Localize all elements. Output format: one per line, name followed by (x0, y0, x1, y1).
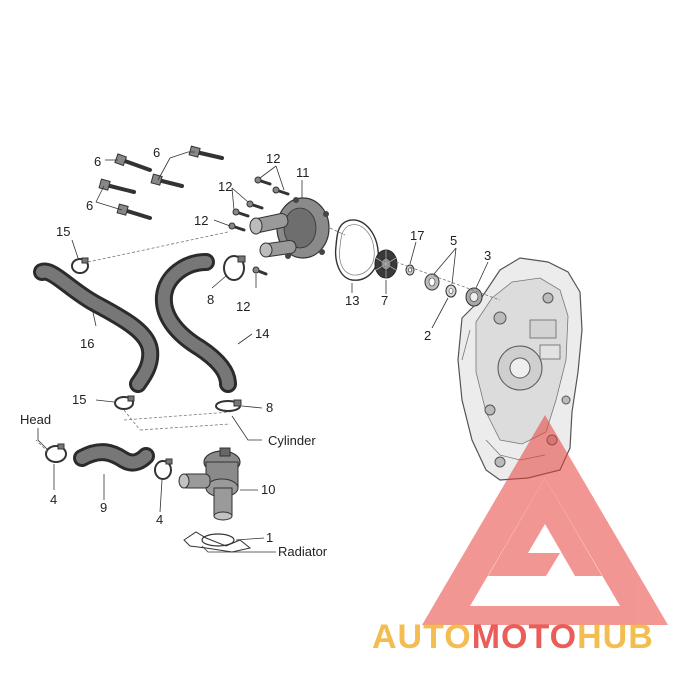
gasket (334, 219, 379, 281)
watermark-text: AUTOMOTOHUB (372, 618, 654, 656)
leader-lines (37, 151, 489, 553)
screw-12-a (254, 176, 272, 186)
clamp-8-b (215, 399, 242, 412)
label-14: 14 (255, 326, 269, 341)
label-6-a: 6 (94, 154, 101, 169)
label-cylinder: Cylinder (268, 433, 316, 448)
label-4-a: 4 (50, 492, 57, 507)
part-labels: 6 6 6 12 11 12 12 15 17 5 3 8 12 13 7 2 … (20, 145, 491, 559)
clamp-4-a (45, 443, 67, 463)
bolt-6-b (188, 145, 224, 160)
pump-cover (249, 197, 330, 259)
label-2: 2 (424, 328, 431, 343)
screw-12-f (252, 266, 268, 276)
label-7: 7 (381, 293, 388, 308)
bolt-6-e (116, 203, 152, 220)
label-12-c: 12 (194, 213, 208, 228)
label-6-b: 6 (153, 145, 160, 160)
label-12-b: 12 (218, 179, 232, 194)
connection-lines (35, 227, 501, 453)
watermark-text-part3: HUB (577, 618, 654, 656)
label-1: 1 (266, 530, 273, 545)
clamp-8-a (223, 255, 246, 281)
label-8-b: 8 (266, 400, 273, 415)
screw-12-b (272, 186, 290, 196)
label-radiator: Radiator (278, 544, 328, 559)
label-15-b: 15 (72, 392, 86, 407)
hose-14 (154, 253, 237, 393)
bolt-6-c (150, 173, 184, 188)
label-13: 13 (345, 293, 359, 308)
clamp-15-b (114, 395, 135, 410)
label-4-b: 4 (156, 512, 163, 527)
seal-3 (465, 287, 483, 307)
automotohub-logo (422, 415, 668, 625)
seal-2 (445, 284, 457, 298)
bolt-6-a (114, 153, 152, 172)
label-5: 5 (450, 233, 457, 248)
screw-12-c (246, 200, 264, 210)
bolt-6-d (98, 178, 136, 194)
hose-9 (73, 443, 155, 472)
clamp-15-a (71, 257, 89, 274)
label-3: 3 (484, 248, 491, 263)
engine-case (457, 257, 583, 481)
impeller (374, 249, 398, 279)
watermark-text-part1: AUTO (372, 618, 472, 656)
clamp-4-b (154, 458, 173, 480)
label-11: 11 (296, 165, 310, 180)
thermostat-housing (178, 447, 241, 521)
label-17: 17 (410, 228, 424, 243)
label-16: 16 (80, 336, 94, 351)
label-10: 10 (261, 482, 275, 497)
hose-16 (33, 262, 160, 393)
seal-5-a (424, 273, 440, 291)
screw-12-d (232, 208, 250, 218)
label-9: 9 (100, 500, 107, 515)
label-6-c: 6 (86, 198, 93, 213)
label-8-a: 8 (207, 292, 214, 307)
watermark-text-part2: MOTO (472, 618, 577, 656)
screw-12-e (228, 222, 246, 232)
label-12-a: 12 (266, 151, 280, 166)
label-12-d: 12 (236, 299, 250, 314)
radiator-gasket (183, 531, 252, 553)
label-head: Head (20, 412, 51, 427)
label-15-a: 15 (56, 224, 70, 239)
